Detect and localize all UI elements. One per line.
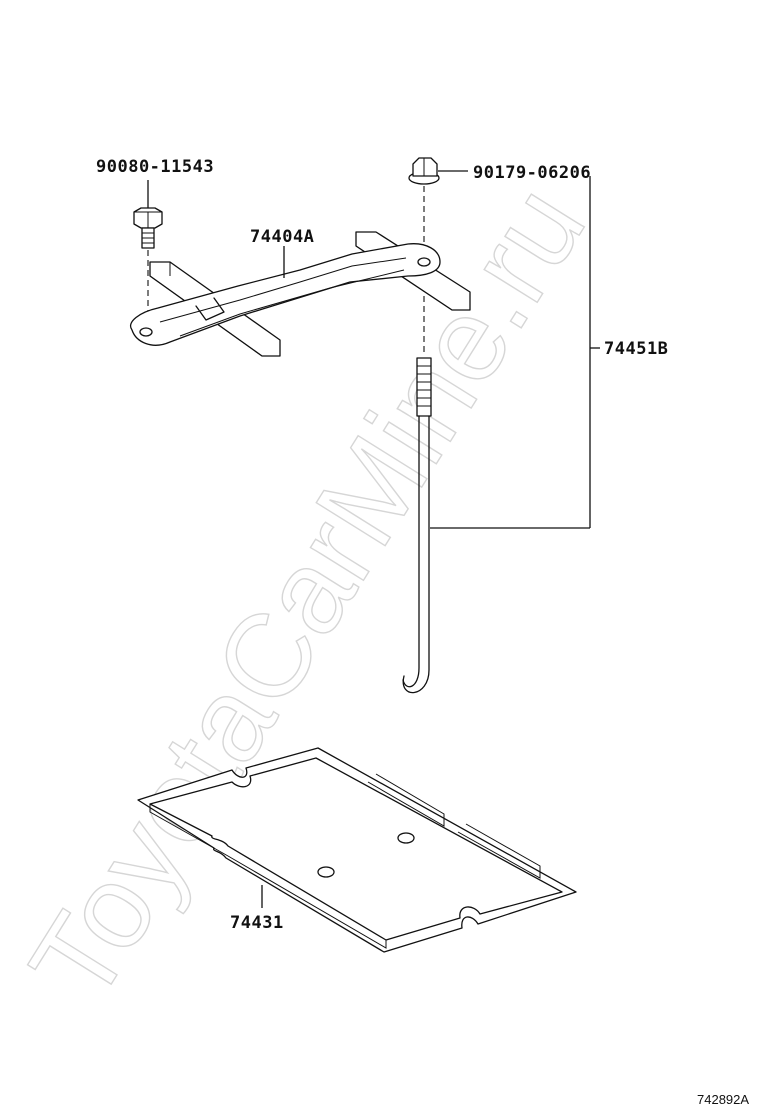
rod-group-leader [430,176,600,529]
label-bolt-90080-11543: 90080-11543 [96,157,214,177]
figure-code: 742892A [697,1092,749,1107]
bolt-90080-11543[interactable] [133,207,163,249]
battery-clamp-74404A[interactable] [130,243,441,346]
label-clamp-74404A: 74404A [250,227,314,247]
nut-90179-06206[interactable] [408,157,440,185]
label-tray-74431: 74431 [230,913,284,933]
battery-hold-rod[interactable] [402,357,432,694]
battery-tray-74431[interactable] [137,747,577,953]
label-rod-74451B: 74451B [604,339,668,359]
label-nut-90179-06206: 90179-06206 [473,163,591,183]
